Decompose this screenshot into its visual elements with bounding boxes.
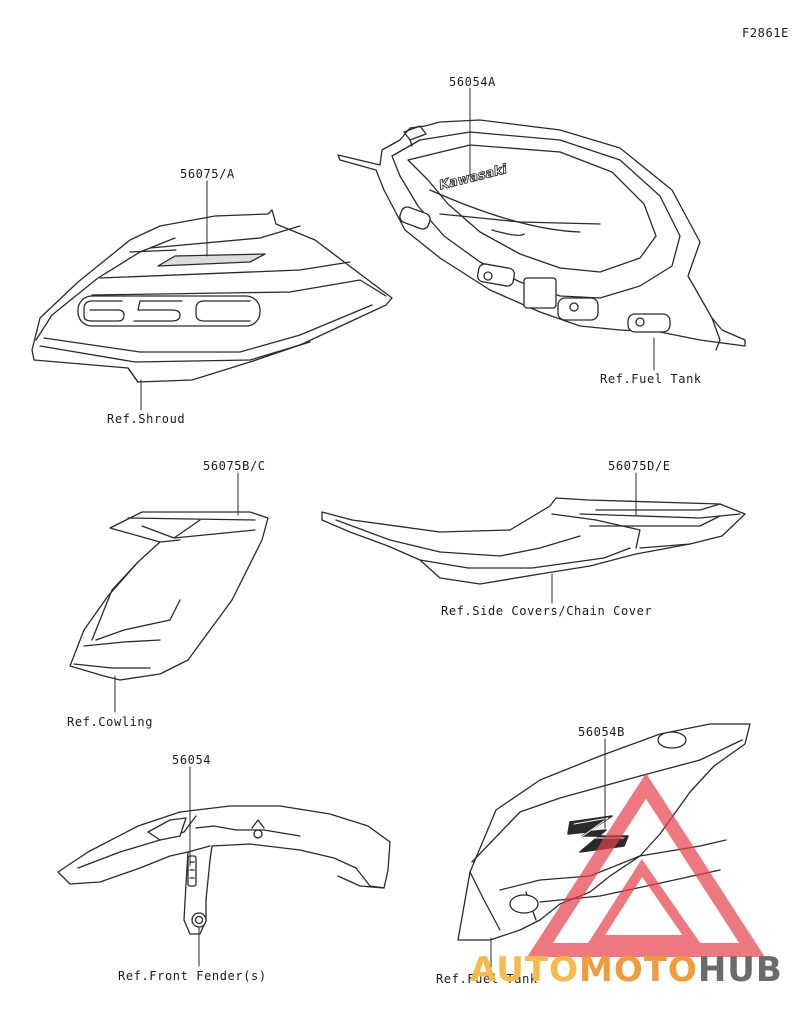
- cowling-drawing: [69, 511, 269, 681]
- shroud-reference: Ref.Shroud: [107, 412, 186, 426]
- fuel-tank-drawing: Kawasaki: [337, 119, 746, 351]
- shroud-part-number: 56075/A: [180, 167, 235, 181]
- front-fender-drawing: [57, 805, 391, 935]
- cowling-reference: Ref.Cowling: [67, 715, 154, 729]
- side-cover-part-number: 56075D/E: [608, 459, 671, 473]
- cowling-part-number: 56075B/C: [203, 459, 266, 473]
- tank-side-reference: Ref.Fuel Tank: [436, 972, 538, 986]
- shroud-drawing: [31, 209, 393, 383]
- leader-lines: [114, 87, 655, 969]
- watermark-auto: AUTO: [470, 950, 579, 990]
- tank-reference: Ref.Fuel Tank: [600, 372, 702, 386]
- side-covers-drawing: [321, 497, 746, 585]
- tank-side-part-number: 56054B: [578, 725, 625, 739]
- automotohub-watermark: AUTOMOTOHUB: [470, 950, 783, 990]
- side-cover-reference: Ref.Side Covers/Chain Cover: [441, 604, 653, 618]
- tank-side-drawing: [457, 723, 751, 941]
- shroud-650-logo: [77, 295, 261, 327]
- fender-reference: Ref.Front Fender(s): [118, 969, 267, 983]
- watermark-hub: HUB: [697, 950, 783, 990]
- figure-code: F2861E: [742, 26, 789, 40]
- tank-part-number: 56054A: [449, 75, 496, 89]
- fender-part-number: 56054: [172, 753, 212, 767]
- watermark-moto: MOTO: [578, 950, 698, 990]
- watermark-triangle: [527, 773, 765, 957]
